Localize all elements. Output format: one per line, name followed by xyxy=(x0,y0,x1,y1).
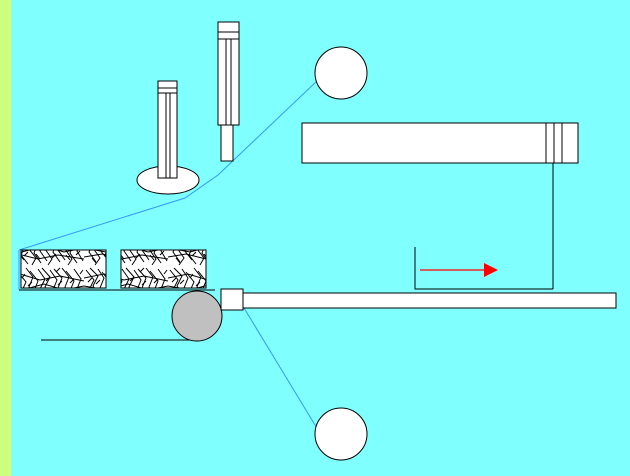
top-spool xyxy=(314,46,368,100)
red-arrow-right-icon xyxy=(420,263,498,277)
guide-block xyxy=(220,288,244,311)
right-cylinder-body xyxy=(217,21,240,126)
bottom-spool xyxy=(314,407,368,461)
strand-lines xyxy=(18,79,319,431)
upper-actuator-body xyxy=(301,122,579,164)
fiber-bundle-1 xyxy=(20,249,107,289)
left-strip-fill xyxy=(0,0,11,476)
pusher-bracket xyxy=(414,247,553,290)
left-cylinder-body xyxy=(157,80,178,179)
lower-strand xyxy=(243,307,319,431)
upper-actuator xyxy=(301,122,579,289)
fiber-bundle-2 xyxy=(120,249,207,289)
upper-strand xyxy=(18,79,319,251)
right-cylinder xyxy=(217,21,240,162)
conveyor-beam xyxy=(242,292,617,309)
right-cylinder-piston xyxy=(220,124,234,162)
drive-roller xyxy=(171,290,223,342)
left-cylinder xyxy=(136,80,200,195)
